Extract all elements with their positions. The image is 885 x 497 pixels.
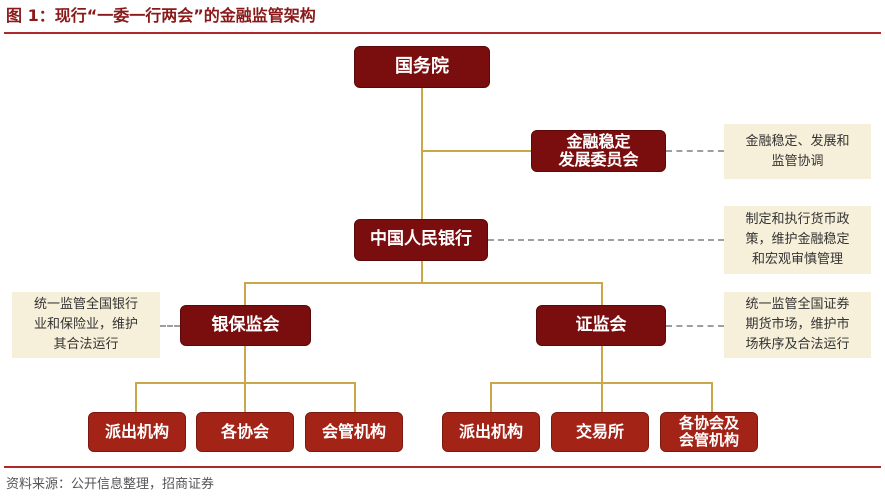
node-zj-xiehui: 各协会及 会管机构 (660, 412, 758, 452)
connector-yb-down (244, 346, 246, 383)
top-rule (4, 32, 881, 34)
connector-yb-paichu (135, 382, 137, 412)
node-yb-paichu: 派出机构 (88, 412, 186, 452)
source-note: 资料来源：公开信息整理，招商证券 (6, 477, 215, 492)
node-guowuyuan: 国务院 (354, 46, 490, 88)
note-zhengjian: 统一监管全国证券 期货市场，维护市 场秩序及合法运行 (724, 292, 871, 358)
connector-yb-xiehui (244, 382, 246, 412)
figure-title: 图 1：现行“一委一行两会”的金融监管架构 (6, 6, 316, 25)
connector-zj-jiaoyisuo (601, 382, 603, 412)
node-yb-xiehui: 各协会 (196, 412, 294, 452)
connector-yinbaojian (244, 282, 246, 305)
node-zj-paichu: 派出机构 (442, 412, 540, 452)
dash-jinwen (666, 150, 724, 152)
connector-zj-paichu (490, 382, 492, 412)
connector-zj-xiehui (711, 382, 713, 412)
note-yinbaojian: 统一监管全国银行 业和保险业，维护 其合法运行 (12, 292, 160, 358)
node-yinbaojian: 银保监会 (180, 305, 311, 346)
node-zj-jiaoyisuo: 交易所 (551, 412, 649, 452)
dash-yinbaojian (160, 325, 180, 327)
connector-zhengjian (601, 282, 603, 305)
connector-yb-huiguan (354, 382, 356, 412)
bottom-rule (4, 466, 881, 468)
connector-trunk-mid (421, 261, 423, 283)
dash-renhang (488, 239, 724, 241)
connector-branch (244, 282, 602, 284)
connector-zj-down (601, 346, 603, 383)
node-jinwen: 金融稳定 发展委员会 (531, 130, 666, 172)
connector-jinwen (421, 150, 531, 152)
node-zhengjian: 证监会 (536, 305, 666, 346)
node-yb-huiguan: 会管机构 (305, 412, 403, 452)
node-renhang: 中国人民银行 (354, 219, 488, 261)
note-renhang: 制定和执行货币政 策，维护金融稳定 和宏观审慎管理 (724, 206, 871, 274)
dash-zhengjian (666, 325, 724, 327)
connector-trunk-top (421, 88, 423, 219)
note-jinwen: 金融稳定、发展和 监管协调 (724, 124, 871, 179)
